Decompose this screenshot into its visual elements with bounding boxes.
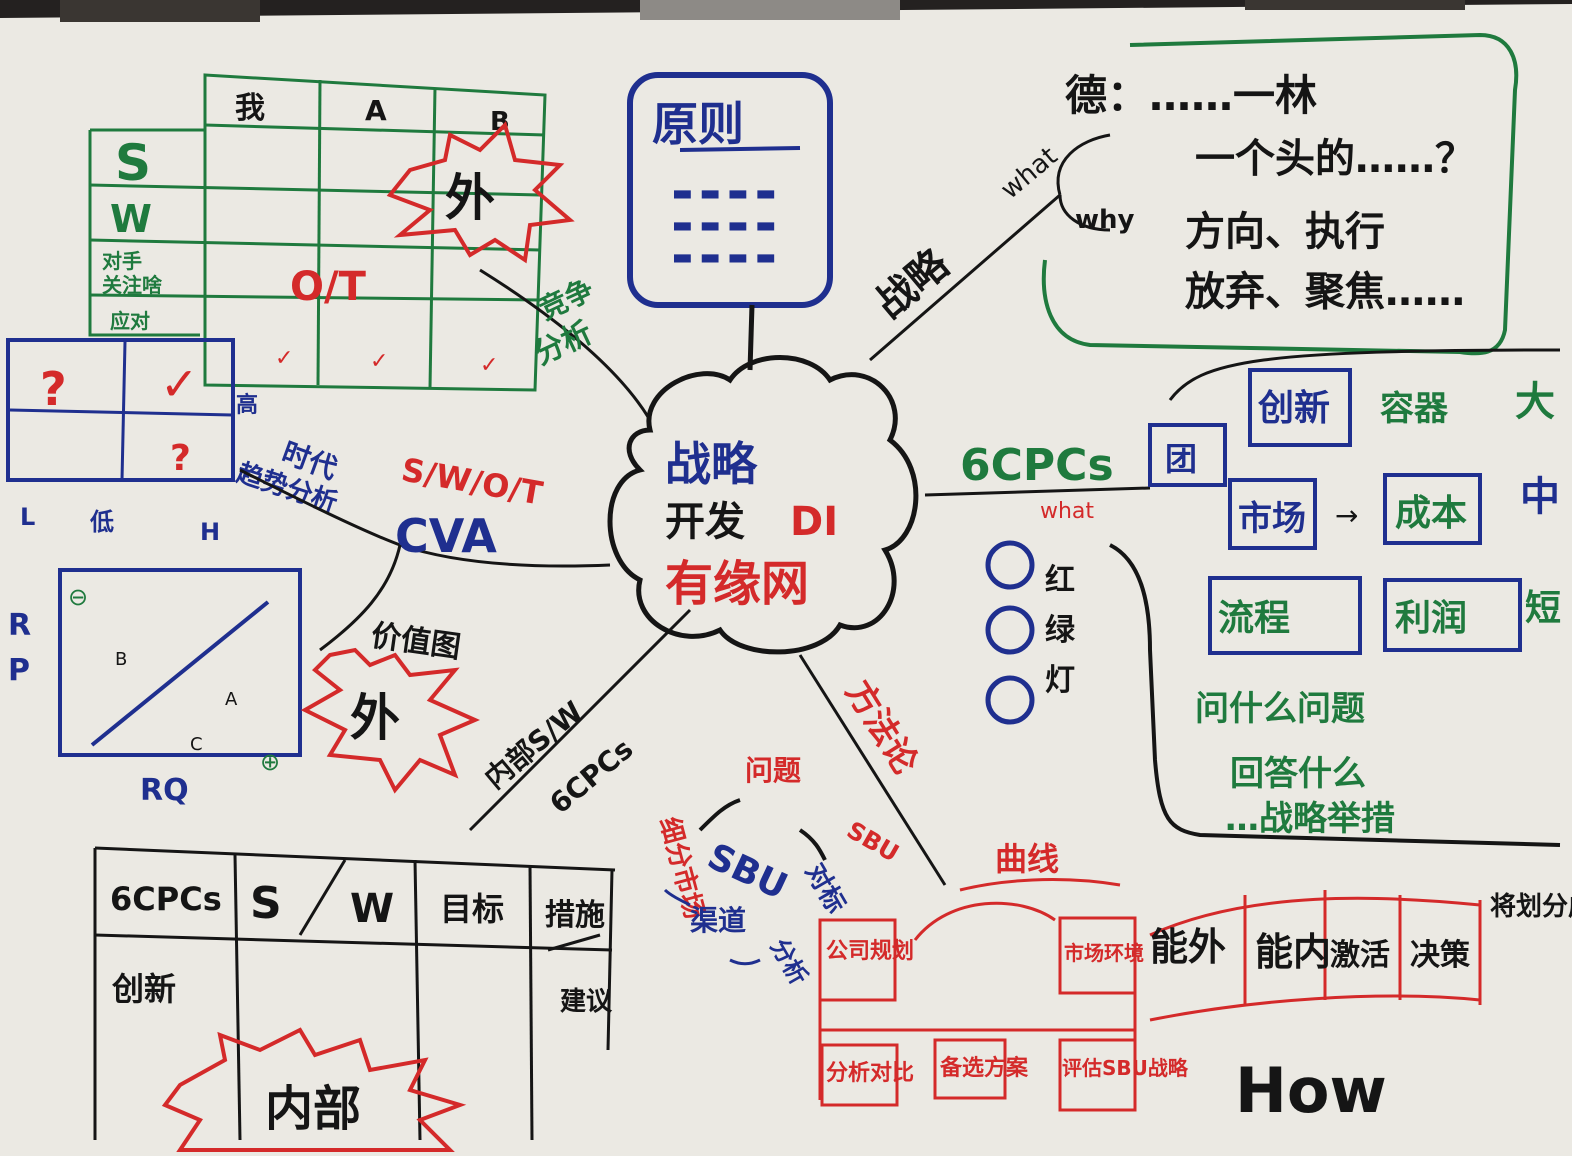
- bottom-table-h4: 措施: [545, 898, 605, 933]
- value-chart-point-a: A: [225, 689, 238, 710]
- value-chart-bottom: RQ: [140, 773, 189, 808]
- swot-row-response: 应对: [110, 309, 150, 333]
- cpcs-size-mid: 中: [1520, 474, 1560, 520]
- curve-box2: 市场环境: [1064, 941, 1144, 965]
- curve-box3: 分析对比: [826, 1061, 914, 1086]
- cpcs-question-3: …战略举措: [1225, 799, 1395, 839]
- value-chart-point-b: B: [115, 649, 127, 670]
- cpcs-box-cost: 成本: [1395, 493, 1467, 534]
- quadrant-bottom-h: H: [200, 518, 220, 546]
- strategy-line4: 放弃、聚焦……: [1185, 269, 1465, 315]
- center-line2: 开发: [665, 499, 745, 545]
- band-2: 能内: [1255, 930, 1331, 974]
- external-burst-top-label: 外: [445, 169, 495, 227]
- cpcs-box-market: 市场: [1238, 499, 1306, 539]
- value-chart-point-c: C: [190, 734, 203, 755]
- value-chart-left-p: P: [8, 653, 30, 688]
- quadrant-q2: ✓: [160, 357, 199, 411]
- quadrant-side: 高: [236, 392, 258, 418]
- how-label: How: [1235, 1054, 1387, 1127]
- bottom-table: [93, 846, 616, 1141]
- tape-left: [60, 0, 260, 22]
- tape-right: [1245, 0, 1465, 10]
- band-3: 激活: [1330, 938, 1390, 973]
- bottom-table-h3: 目标: [440, 890, 504, 928]
- cycle-bottom: 渠道: [690, 904, 746, 937]
- bottom-table-sub: 建议: [560, 987, 613, 1017]
- bottom-table-row1: 创新: [111, 970, 176, 1008]
- quadrant-bottom-l: L: [20, 503, 35, 531]
- band-4: 决策: [1410, 938, 1470, 973]
- cpcs-label: 6CPCs: [960, 440, 1114, 491]
- check-mark-2: ✓: [370, 349, 388, 374]
- bottom-table-burst: 内部: [265, 1081, 361, 1137]
- bottom-table-labels: 6CPCs S W 目标 措施 建议 创新 内部: [110, 878, 613, 1152]
- cpcs-box-process: 流程: [1218, 598, 1290, 639]
- value-chart: R P RQ ⊖ ⊕ B A C 价值图 外: [8, 568, 480, 808]
- check-mark-1: ✓: [275, 346, 293, 371]
- check-mark-3: ✓: [480, 353, 498, 378]
- center-line2-red: DI: [790, 499, 838, 545]
- strategy-line1: 德：……一林: [1065, 71, 1317, 120]
- curve-label: 曲线: [995, 840, 1059, 878]
- cpcs-box-innovation: 创新: [1258, 388, 1330, 429]
- band-5: 将划分成: [1490, 892, 1572, 922]
- cycle-top: 问题: [745, 754, 801, 787]
- quadrant-q4: ?: [170, 438, 191, 479]
- cpcs-question-2: 回答什么: [1230, 754, 1366, 794]
- curve-box1: 公司规划: [826, 939, 914, 964]
- swot-col-a: A: [365, 94, 387, 127]
- quadrant-bottom-mid: 低: [89, 508, 114, 536]
- swot-row-rival: 对手: [102, 249, 142, 273]
- cva-main: CVA: [395, 509, 497, 563]
- cpcs-arrow: →: [1335, 499, 1358, 532]
- value-chart-minus: ⊖: [68, 583, 88, 611]
- cpcs-what: what: [1040, 499, 1094, 524]
- cpcs-question-1: 问什么问题: [1195, 689, 1365, 729]
- value-chart-left-r: R: [8, 608, 31, 643]
- bottom-table-h2: W: [350, 886, 394, 932]
- bottom-table-h1: S: [250, 878, 282, 929]
- cpcs-size-big: 大: [1515, 379, 1555, 425]
- bottom-table-h0: 6CPCs: [110, 880, 222, 918]
- paper-sheet: [0, 4, 1572, 1156]
- external-burst-top: 外: [386, 121, 575, 264]
- signal-light: 灯: [1045, 663, 1075, 698]
- signal-red: 红: [1045, 563, 1075, 598]
- principles-card: 原则 ▬ ▬ ▬ ▬ ▬ ▬ ▬ ▬ ▬ ▬ ▬ ▬: [627, 72, 833, 371]
- swot-table-labels: 我 A B S W 对手 关注啥 应对 O/T ✓ ✓ ✓: [102, 91, 510, 378]
- principles-title: 原则: [652, 97, 744, 151]
- center-line1: 战略: [665, 437, 758, 491]
- swot-row-s: S: [115, 134, 151, 192]
- curve-box4: 备选方案: [939, 1055, 1029, 1081]
- center-line3: 有缘网: [665, 556, 809, 612]
- swot-col-me: 我: [235, 91, 265, 126]
- value-chart-burst: 外: [350, 689, 400, 747]
- binder-clip: [640, 0, 900, 20]
- cpcs-branch: 6CPCs what 团 创新 容器 大 市场 → 成本 中 流程 利润 短 红…: [924, 348, 1561, 847]
- curve-box5: 评估SBU战略: [1062, 1056, 1189, 1080]
- principles-dots-1: ▬ ▬ ▬ ▬: [672, 181, 776, 206]
- quadrant-chart: ? ✓ ? 高 L 低 H 时代 趋势分析: [6, 338, 611, 568]
- principles-dots-3: ▬ ▬ ▬ ▬: [672, 245, 776, 270]
- strategy-line2: 一个头的……？: [1195, 136, 1475, 182]
- principles-dots-2: ▬ ▬ ▬ ▬: [672, 213, 776, 238]
- value-chart-plus: ⊕: [260, 748, 280, 776]
- strategy-line3: 方向、执行: [1185, 209, 1385, 255]
- band-1: 能外: [1150, 925, 1226, 969]
- swot-oit: O/T: [290, 264, 367, 310]
- quadrant-q1: ?: [40, 362, 67, 416]
- swot-row-w: W: [110, 197, 152, 241]
- center-cloud: 战略 开发 DI 有缘网: [607, 355, 919, 655]
- cpcs-box-profit: 利润: [1395, 598, 1467, 639]
- cpcs-extra: 容器: [1380, 389, 1449, 429]
- swot-row-focus: 关注啥: [102, 273, 163, 297]
- cpcs-size-short: 短: [1525, 588, 1561, 629]
- cpcs-box0: 团: [1165, 440, 1197, 478]
- signal-green: 绿: [1045, 613, 1076, 648]
- curve-process: 曲线 公司规划 市场环境 分析对比 备选方案 评估SBU战略 能外 能内 激活 …: [818, 840, 1572, 1127]
